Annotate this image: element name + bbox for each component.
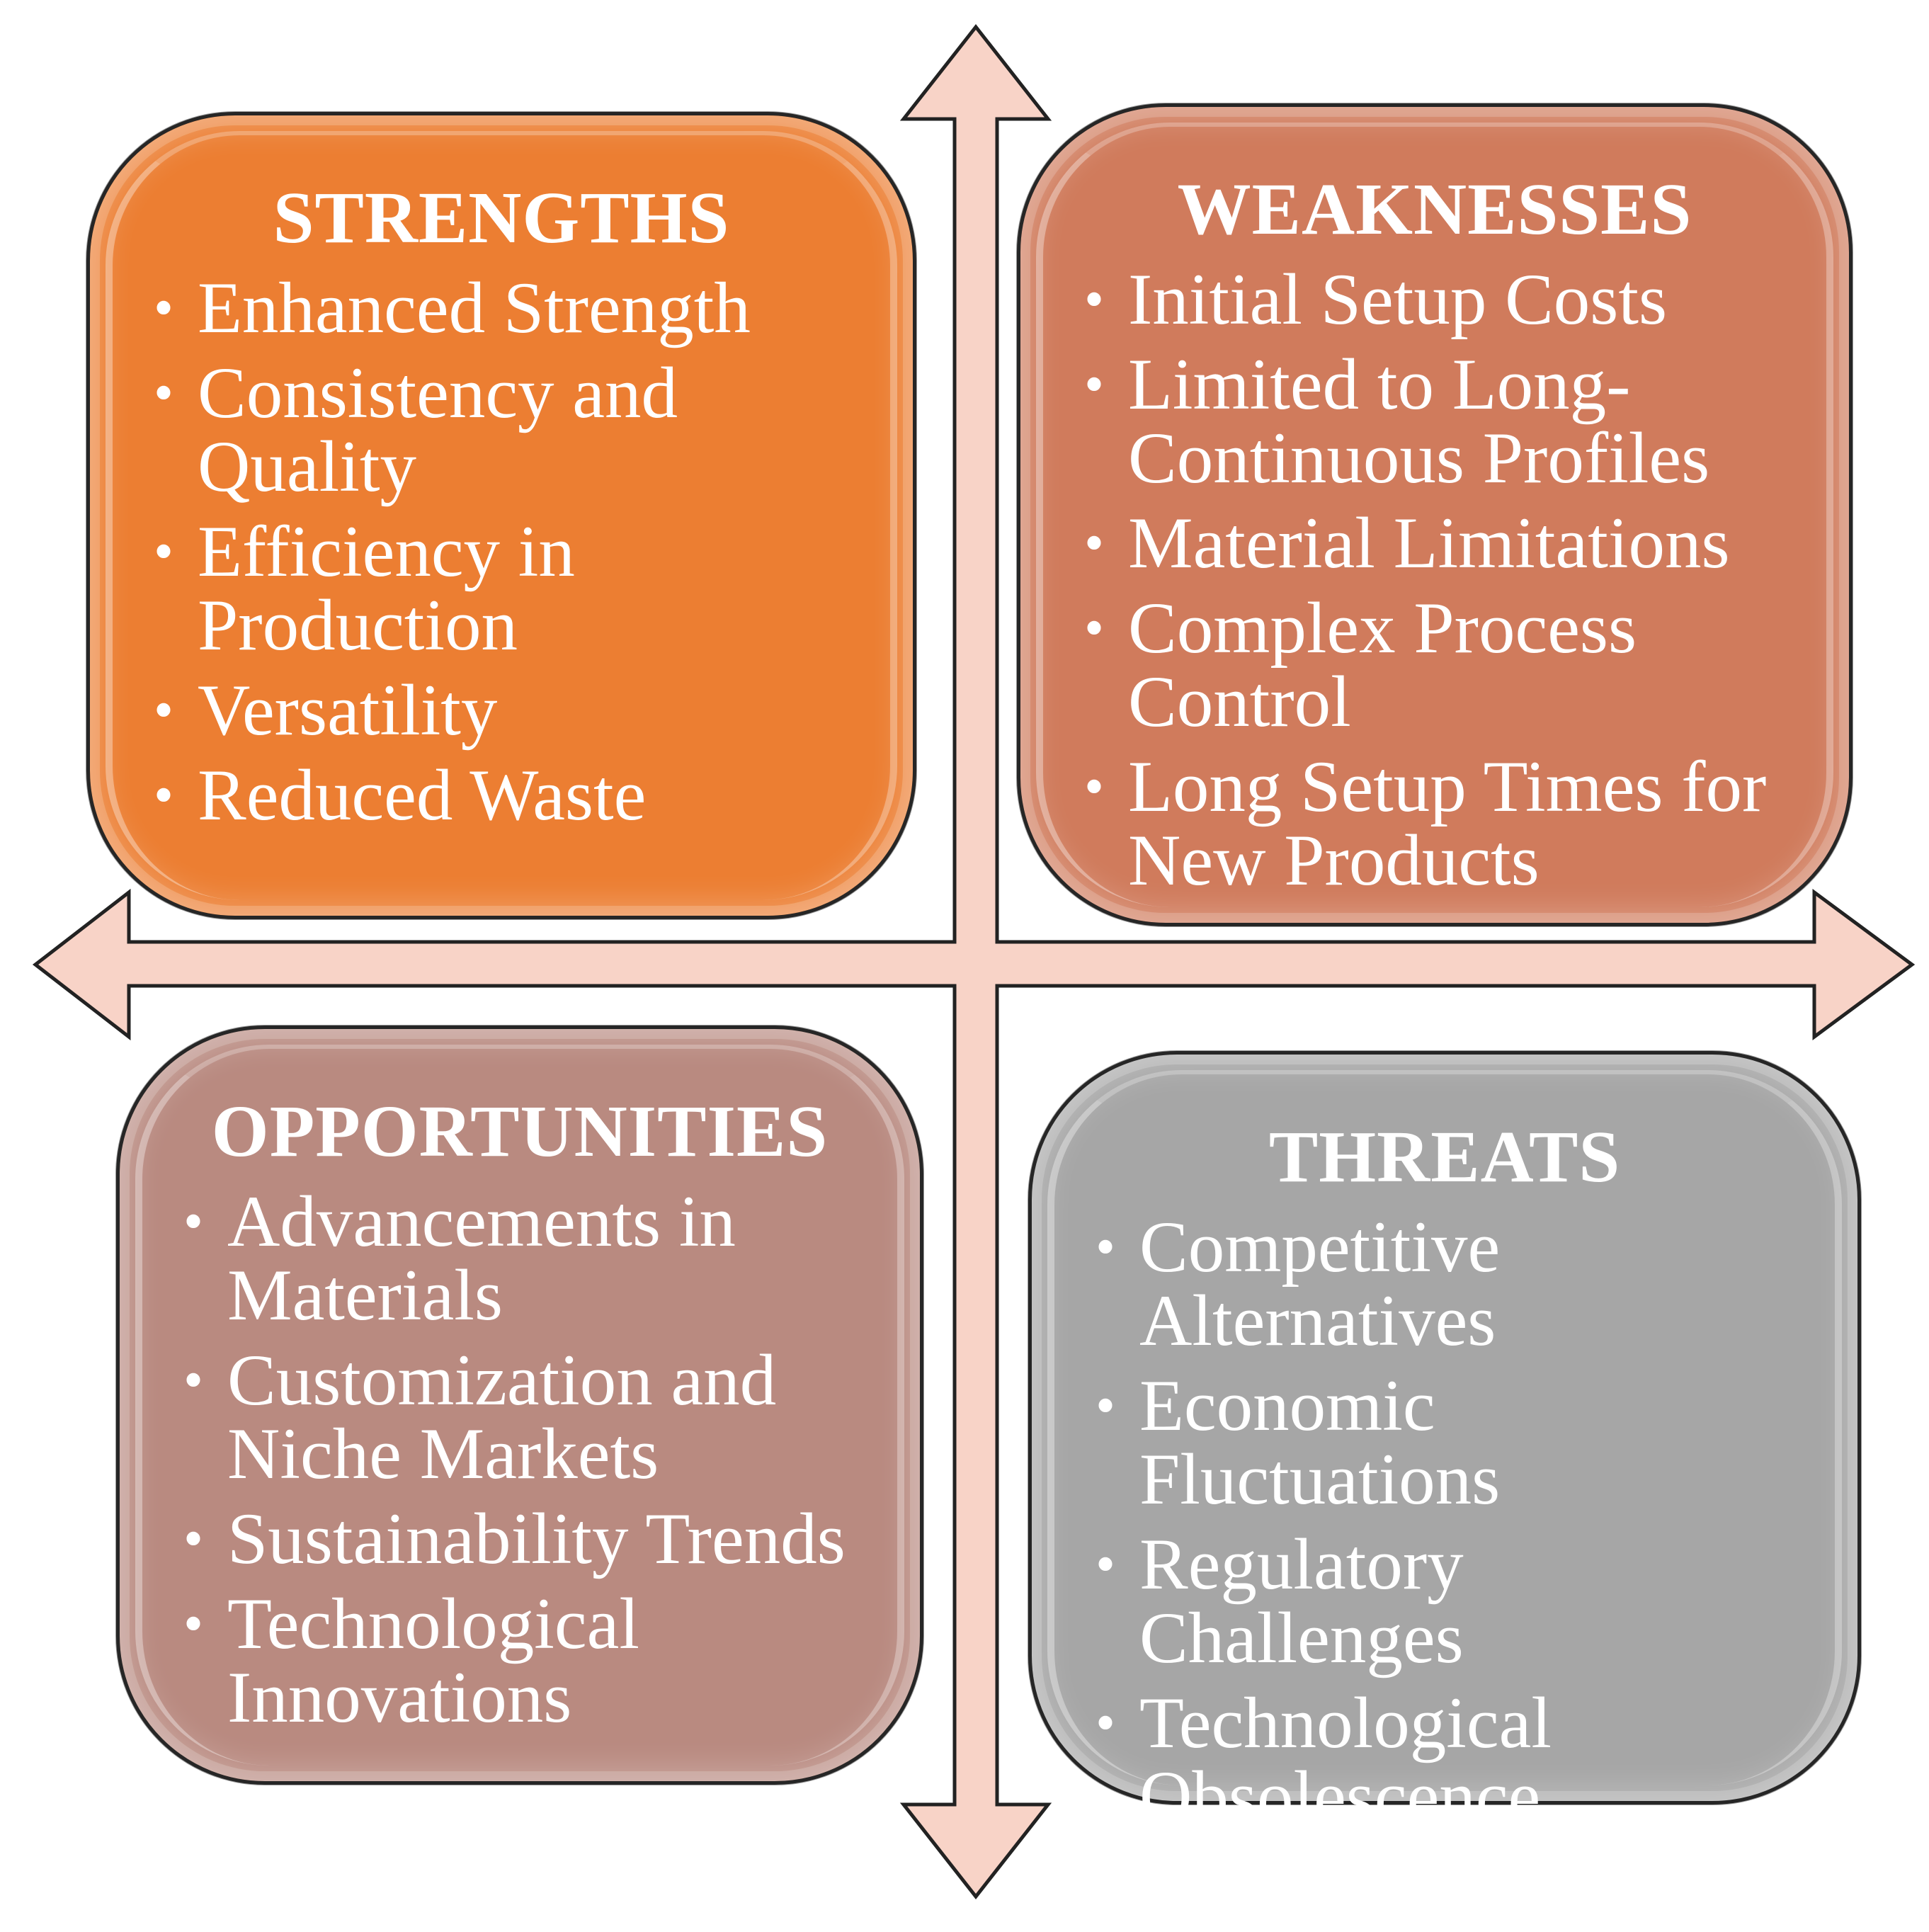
cross-arrow-shape	[32, 23, 1916, 1900]
bullet-icon: •	[183, 1191, 204, 1254]
bullet-icon: •	[154, 521, 174, 584]
strengths-title: STRENGTHS	[273, 177, 730, 258]
list-item-text: Regulatory Challenges	[1139, 1524, 1464, 1679]
list-item-text: Enhanced Strength	[198, 268, 751, 349]
weaknesses-title: WEAKNESSES	[1177, 169, 1692, 250]
list-item: •Material Limitations	[1077, 506, 1792, 580]
list-item-text: Versatility	[198, 670, 498, 751]
strengths-list: •Enhanced Strength •Consistency and Qual…	[147, 271, 856, 832]
list-item-text: Economic Fluctuations	[1139, 1365, 1501, 1521]
threats-title: THREATS	[1268, 1116, 1621, 1198]
list-item: •Regulatory Challenges	[1088, 1528, 1801, 1675]
list-item: •Customization and Niche Markets	[176, 1343, 863, 1491]
threats-list: •Competitive Alternatives •Economic Fluc…	[1088, 1210, 1801, 1834]
threats-quadrant: THREATS •Competitive Alternatives •Econo…	[1028, 1051, 1861, 1834]
list-item: •Efficiency in Production	[147, 515, 856, 662]
bullet-icon: •	[183, 1593, 204, 1656]
list-item: •Competitive Alternatives	[1088, 1210, 1801, 1358]
bullet-icon: •	[1096, 1533, 1116, 1596]
list-item: •Technological Obsolescence	[1088, 1686, 1801, 1834]
bullet-icon: •	[1084, 756, 1105, 819]
list-item: •Versatility	[147, 674, 856, 747]
list-item-text: Limited to Long-Continuous Profiles	[1128, 344, 1710, 499]
bullet-icon: •	[1084, 512, 1105, 575]
bullet-icon: •	[1084, 353, 1105, 416]
bullet-icon: •	[183, 1508, 204, 1571]
bullet-icon: •	[154, 277, 174, 340]
list-item: •Complex Process Control	[1077, 591, 1792, 739]
list-item-text: Efficiency in Production	[198, 511, 575, 666]
bullet-icon: •	[154, 679, 174, 742]
bullet-icon: •	[183, 1349, 204, 1412]
list-item: •Economic Fluctuations	[1088, 1369, 1801, 1516]
list-item-text: Customization and Niche Markets	[227, 1340, 777, 1495]
list-item-text: Material Limitations	[1128, 503, 1730, 584]
list-item: •Sustainability Trends	[176, 1502, 863, 1576]
list-item-text: Advancements in Materials	[227, 1181, 736, 1336]
bullet-icon: •	[154, 764, 174, 827]
bullet-icon: •	[1084, 268, 1105, 331]
list-item-text: Technological Innovations	[227, 1584, 639, 1739]
list-item: •Consistency and Quality	[147, 356, 856, 504]
list-item: •Limited to Long-Continuous Profiles	[1077, 348, 1792, 495]
bullet-icon: •	[1084, 597, 1105, 660]
list-item-text: Long Setup Times for New Products	[1128, 746, 1767, 902]
opportunities-quadrant: OPPORTUNITIES •Advancements in Materials…	[116, 1025, 923, 1785]
bullet-icon: •	[154, 362, 174, 425]
opportunities-title: OPPORTUNITIES	[211, 1091, 829, 1172]
bullet-icon: •	[1096, 1216, 1116, 1279]
list-item-text: Technological Obsolescence	[1139, 1683, 1552, 1838]
list-item: •Initial Setup Costs	[1077, 263, 1792, 336]
opportunities-list: •Advancements in Materials •Customizatio…	[176, 1185, 863, 1734]
weaknesses-quadrant: WEAKNESSES •Initial Setup Costs •Limited…	[1017, 103, 1853, 926]
list-item-text: Sustainability Trends	[227, 1499, 846, 1580]
list-item-text: Reduced Waste	[198, 755, 647, 836]
list-item: •Reduced Waste	[147, 758, 856, 832]
list-item: •Long Setup Times for New Products	[1077, 750, 1792, 897]
list-item-text: Competitive Alternatives	[1139, 1207, 1501, 1362]
bullet-icon: •	[1096, 1692, 1116, 1755]
list-item: •Enhanced Strength	[147, 271, 856, 345]
list-item-text: Complex Process Control	[1128, 588, 1637, 743]
list-item: •Advancements in Materials	[176, 1185, 863, 1332]
bullet-icon: •	[1096, 1375, 1116, 1438]
strengths-quadrant: STRENGTHS •Enhanced Strength •Consistenc…	[86, 112, 916, 919]
list-item: •Technological Innovations	[176, 1587, 863, 1734]
weaknesses-list: •Initial Setup Costs •Limited to Long-Co…	[1077, 263, 1792, 897]
list-item-text: Initial Setup Costs	[1128, 259, 1668, 341]
list-item-text: Consistency and Quality	[198, 353, 678, 508]
